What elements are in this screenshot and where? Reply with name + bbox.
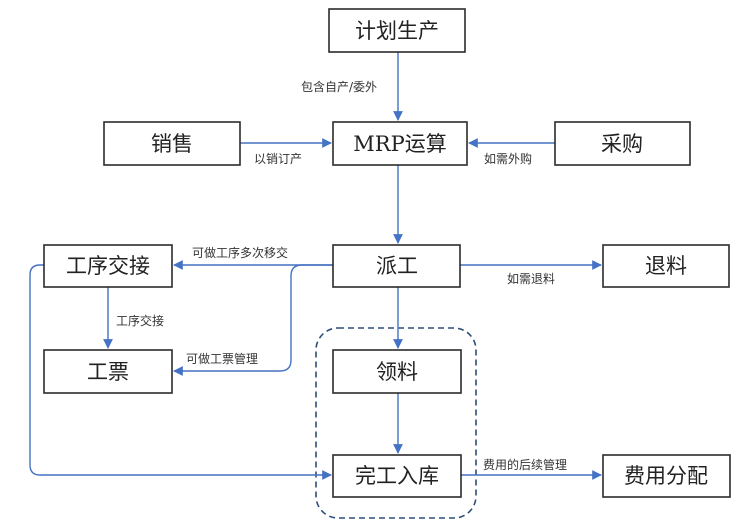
label-purchase-to-mrp: 如需外购 bbox=[484, 151, 532, 166]
node-cost-allocation-label: 费用分配 bbox=[624, 464, 708, 488]
node-mrp-label: MRP运算 bbox=[353, 132, 446, 156]
label-dispatch-to-return: 如需退料 bbox=[507, 271, 555, 286]
edge-dispatch-to-ticket bbox=[173, 264, 333, 376]
node-sales-label: 销售 bbox=[151, 132, 193, 156]
node-process-handover: 工序交接 bbox=[43, 244, 173, 288]
label-dispatch-to-ticket: 可做工票管理 bbox=[186, 351, 258, 366]
node-pick-material-label: 领料 bbox=[376, 360, 418, 384]
node-sales: 销售 bbox=[103, 121, 241, 166]
label-completion-to-cost: 费用的后续管理 bbox=[483, 457, 567, 472]
node-pick-material: 领料 bbox=[332, 349, 462, 394]
label-dispatch-to-handover: 可做工序多次移交 bbox=[192, 245, 288, 260]
edge-handover-to-completion bbox=[29, 264, 332, 480]
node-dispatch-label: 派工 bbox=[376, 254, 418, 278]
node-work-ticket-label: 工票 bbox=[87, 360, 129, 384]
node-plan-production: 计划生产 bbox=[328, 8, 466, 53]
node-cost-allocation: 费用分配 bbox=[602, 454, 731, 498]
production-group-boundary bbox=[315, 327, 477, 519]
node-purchase-label: 采购 bbox=[601, 132, 643, 156]
label-handover-to-ticket: 工序交接 bbox=[116, 313, 164, 328]
node-plan-production-label: 计划生产 bbox=[355, 19, 439, 43]
node-completion-warehousing-label: 完工入库 bbox=[355, 464, 439, 488]
node-completion-warehousing: 完工入库 bbox=[332, 454, 462, 498]
label-plan-to-mrp: 包含自产/委外 bbox=[301, 79, 377, 94]
node-purchase: 采购 bbox=[554, 121, 691, 166]
node-return-material-label: 退料 bbox=[645, 254, 687, 278]
node-return-material: 退料 bbox=[602, 244, 730, 288]
node-mrp: MRP运算 bbox=[332, 121, 468, 166]
label-sales-to-mrp: 以销订产 bbox=[254, 152, 302, 166]
node-process-handover-label: 工序交接 bbox=[66, 254, 150, 278]
node-work-ticket: 工票 bbox=[43, 349, 173, 394]
node-dispatch: 派工 bbox=[332, 244, 461, 288]
